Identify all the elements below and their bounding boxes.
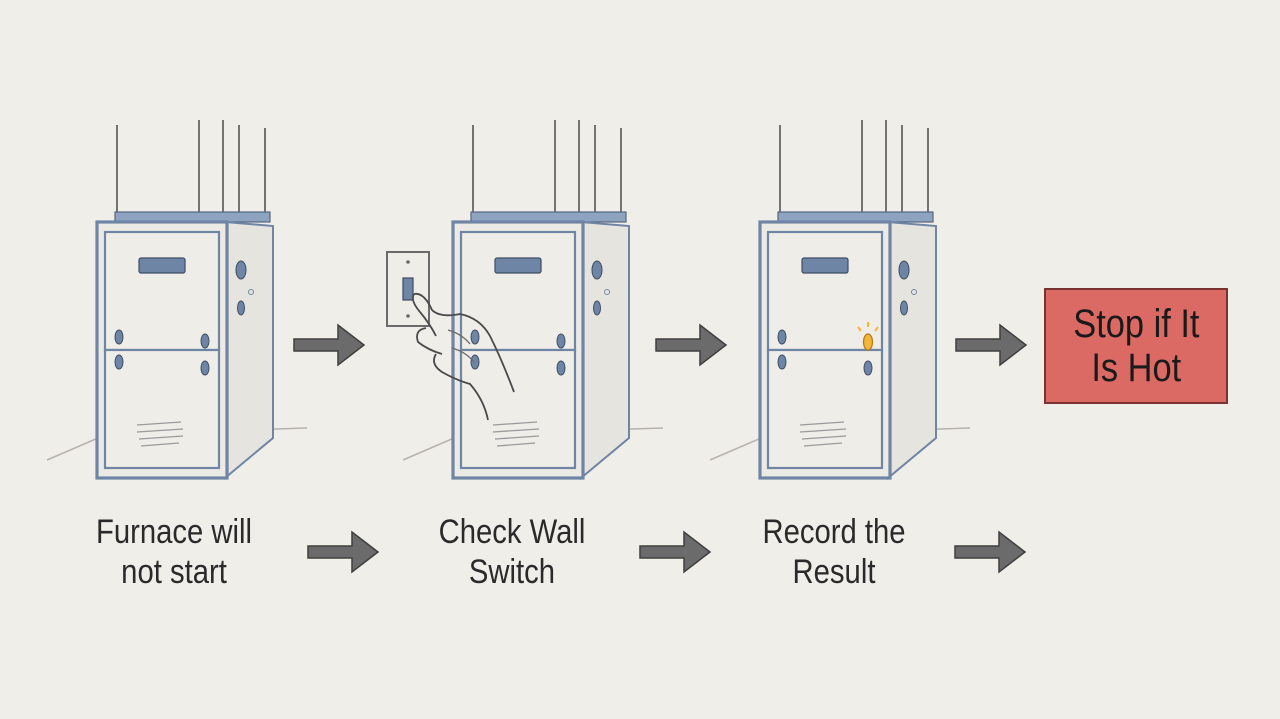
step-label-line1: Furnace will	[95, 513, 252, 551]
arrow-right-icon	[293, 324, 365, 366]
arrow-right-icon	[307, 531, 379, 573]
arrow-right-icon	[655, 324, 727, 366]
furnace-icon	[401, 118, 665, 480]
step-label-line2: not start	[121, 553, 227, 591]
stop-warning-line1: Stop if It	[1072, 302, 1200, 346]
step-label-record: Record the Result	[739, 512, 928, 592]
hand-icon	[411, 292, 515, 421]
indicator-light-icon	[857, 322, 879, 351]
furnace-icon	[708, 118, 972, 480]
step-label-line1: Check Wall	[438, 513, 586, 551]
step-label-line1: Record the	[762, 513, 906, 551]
arrow-right-icon	[954, 531, 1026, 573]
stop-warning-line2: Is Hot	[1091, 346, 1181, 390]
furnace-icon	[45, 118, 309, 480]
step-label-check-switch: Check Wall Switch	[417, 512, 606, 592]
step-label-line2: Result	[792, 553, 876, 591]
arrow-right-icon	[955, 324, 1027, 366]
step-label-furnace: Furnace will not start	[79, 512, 268, 592]
step-label-line2: Switch	[468, 553, 556, 591]
stop-warning-box: Stop if It Is Hot	[1044, 288, 1228, 404]
arrow-right-icon	[639, 531, 711, 573]
wall-switch-icon	[386, 251, 430, 327]
